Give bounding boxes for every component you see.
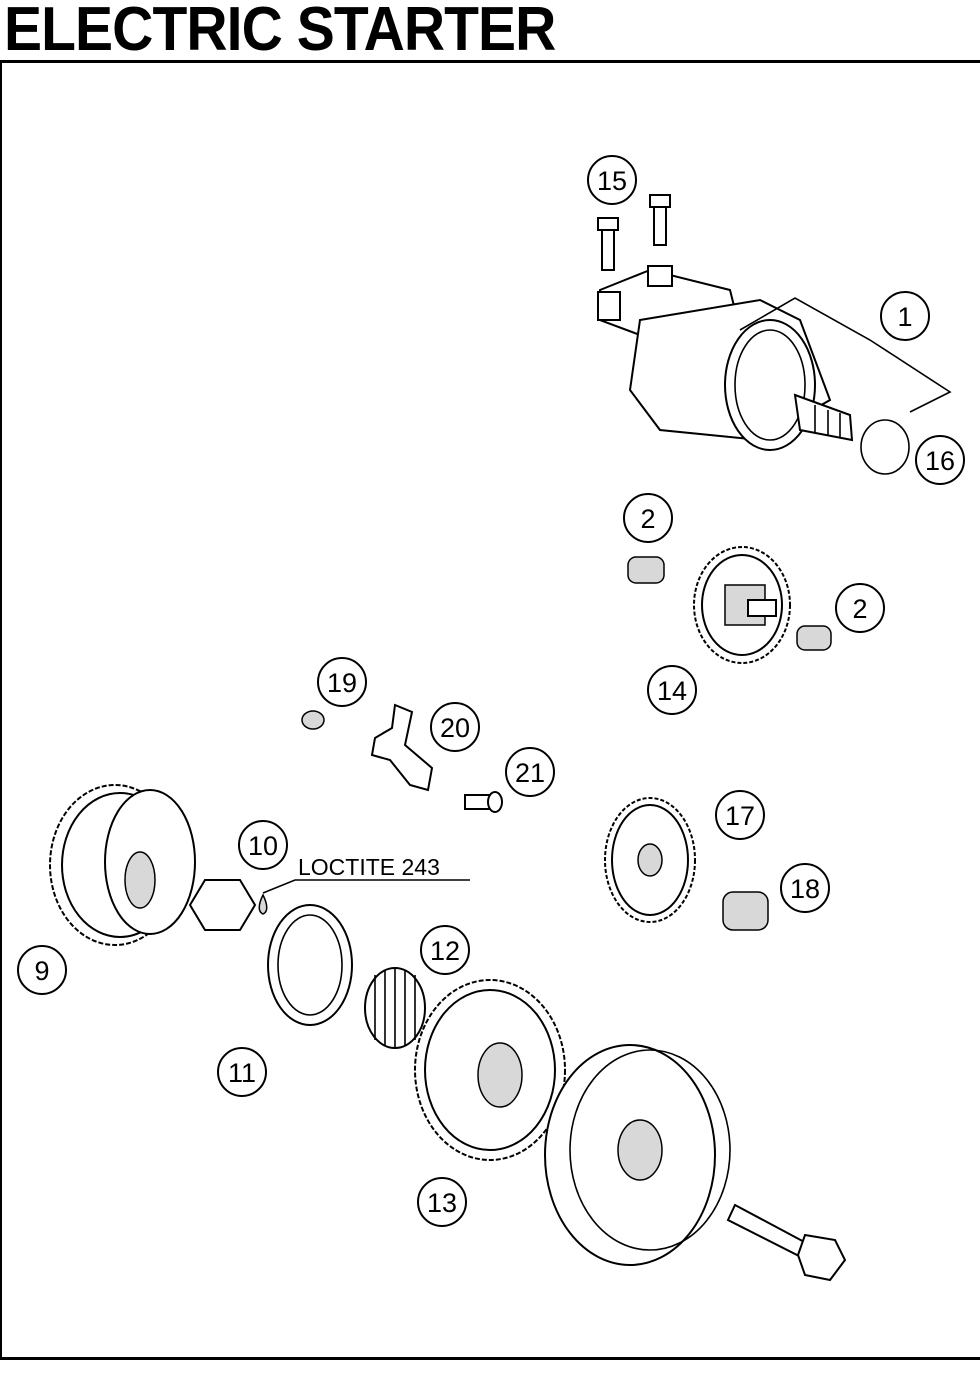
lever <box>370 703 434 792</box>
bushing <box>627 556 665 584</box>
svg-text:1: 1 <box>897 302 912 332</box>
callout-2: 2 <box>835 583 885 633</box>
leader-line <box>262 879 470 894</box>
callout-17: 17 <box>715 790 765 840</box>
hex-nut <box>188 879 257 931</box>
svg-text:15: 15 <box>597 166 627 196</box>
small-bushing <box>301 710 325 730</box>
shaft <box>722 891 769 931</box>
callout-11: 11 <box>217 1047 267 1097</box>
flywheel-rotor <box>544 1044 731 1266</box>
starter-motor <box>597 265 854 451</box>
callout-2: 2 <box>623 493 673 543</box>
rotor-bolt <box>726 1203 847 1282</box>
callout-13: 13 <box>417 1177 467 1227</box>
callout-21: 21 <box>505 747 555 797</box>
idler-gear <box>693 546 791 664</box>
svg-text:2: 2 <box>640 504 655 534</box>
page-title: ELECTRIC STARTER <box>4 0 556 64</box>
svg-text:11: 11 <box>228 1058 256 1088</box>
svg-text:2: 2 <box>852 594 867 624</box>
callout-1: 1 <box>880 291 930 341</box>
svg-text:21: 21 <box>515 758 545 788</box>
loctite-note: LOCTITE 243 <box>298 854 440 880</box>
svg-text:16: 16 <box>925 446 955 476</box>
drive-gear <box>49 784 196 946</box>
callout-16: 16 <box>915 435 965 485</box>
callout-10: 10 <box>238 820 288 870</box>
svg-text:10: 10 <box>248 831 278 861</box>
starter-gear <box>604 797 696 923</box>
svg-text:12: 12 <box>430 936 460 966</box>
callout-9: 9 <box>17 945 67 995</box>
diagram-frame <box>0 60 980 1360</box>
svg-text:9: 9 <box>34 956 49 986</box>
svg-text:14: 14 <box>657 676 687 706</box>
o-ring <box>860 419 910 475</box>
callout-12: 12 <box>420 925 470 975</box>
bolt-15 <box>597 194 671 271</box>
callout-20: 20 <box>430 702 480 752</box>
svg-text:20: 20 <box>440 713 470 743</box>
leader-line <box>739 297 952 413</box>
needle-bearing <box>364 967 426 1049</box>
freewheel-gear <box>414 979 566 1161</box>
callout-15: 15 <box>587 155 637 205</box>
callout-19: 19 <box>317 657 367 707</box>
svg-text:13: 13 <box>427 1188 457 1218</box>
svg-text:19: 19 <box>327 668 357 698</box>
bearing-race <box>267 904 353 1026</box>
screw <box>464 791 503 813</box>
bushing <box>796 625 832 651</box>
callout-14: 14 <box>647 665 697 715</box>
callout-18: 18 <box>780 863 830 913</box>
svg-text:18: 18 <box>790 874 820 904</box>
svg-text:17: 17 <box>725 801 755 831</box>
loctite-drop <box>258 893 268 915</box>
